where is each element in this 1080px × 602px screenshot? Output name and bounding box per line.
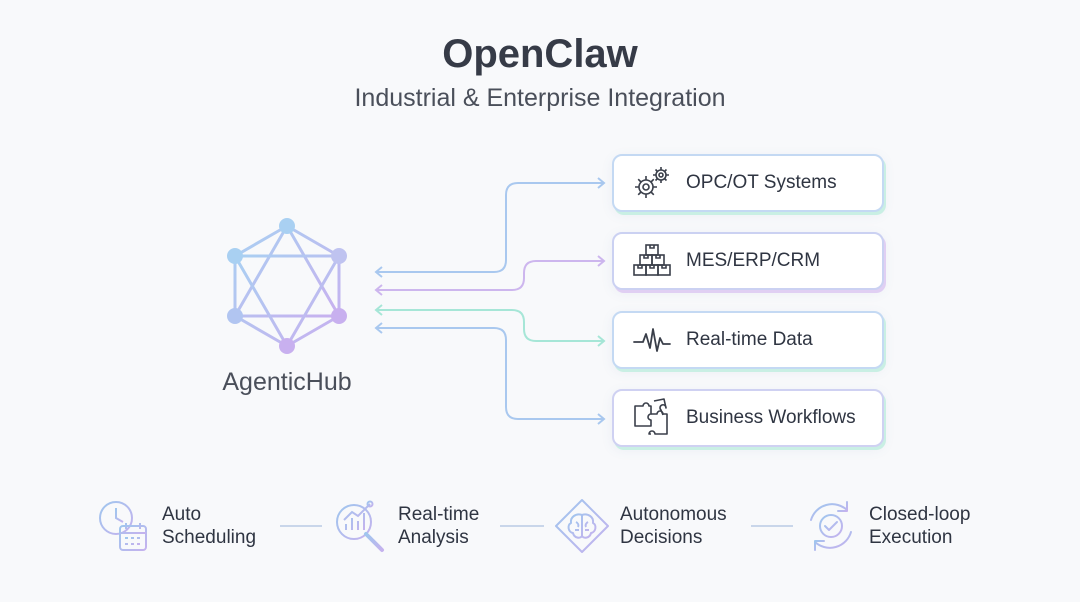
feature-real-time-analysis: Real-time Analysis	[332, 496, 479, 556]
cycle-check-icon	[810, 501, 852, 551]
card-real-time-data[interactable]: Real-time Data	[612, 311, 884, 369]
feature-line1: Closed-loop	[869, 504, 971, 525]
card-label: MES/ERP/CRM	[686, 250, 821, 271]
puzzle-icon	[634, 398, 668, 435]
feature-line1: Auto	[162, 504, 202, 525]
connector-opc	[376, 182, 604, 273]
feature-line2: Decisions	[620, 527, 703, 548]
stacked-boxes-icon	[633, 244, 671, 276]
feature-autonomous-decisions: Autonomous Decisions	[554, 496, 727, 556]
feature-line1: Autonomous	[620, 504, 727, 525]
card-label: OPC/OT Systems	[686, 172, 837, 193]
connector-mes	[376, 260, 604, 291]
feature-separator	[500, 525, 544, 527]
feature-line2: Analysis	[398, 527, 469, 548]
feature-auto-scheduling: Auto Scheduling	[96, 496, 256, 556]
gears-icon	[635, 167, 669, 198]
card-business-workflows[interactable]: Business Workflows	[612, 389, 884, 447]
card-opc-ot-systems[interactable]: OPC/OT Systems	[612, 154, 884, 212]
page-subtitle: Industrial & Enterprise Integration	[354, 84, 726, 112]
feature-line2: Scheduling	[162, 527, 257, 548]
page-title: OpenClaw	[442, 32, 638, 76]
feature-separator	[751, 525, 793, 527]
magnifier-chart-icon	[336, 500, 384, 552]
connector-business	[376, 327, 604, 420]
brain-diamond-icon	[555, 499, 609, 553]
feature-separator	[280, 525, 322, 527]
feature-line2: Execution	[869, 527, 953, 548]
waveform-icon	[633, 328, 671, 352]
feature-closed-loop-execution: Closed-loop Execution	[803, 496, 970, 556]
connector-realtime	[376, 309, 604, 342]
feature-line1: Real-time	[398, 504, 480, 525]
card-mes-erp-crm[interactable]: MES/ERP/CRM	[612, 232, 884, 290]
card-label: Real-time Data	[686, 329, 813, 350]
hub-label: AgenticHub	[222, 368, 352, 396]
hexagon-network-icon	[227, 218, 347, 354]
card-label: Business Workflows	[686, 407, 856, 428]
clock-calendar-icon	[99, 501, 147, 551]
